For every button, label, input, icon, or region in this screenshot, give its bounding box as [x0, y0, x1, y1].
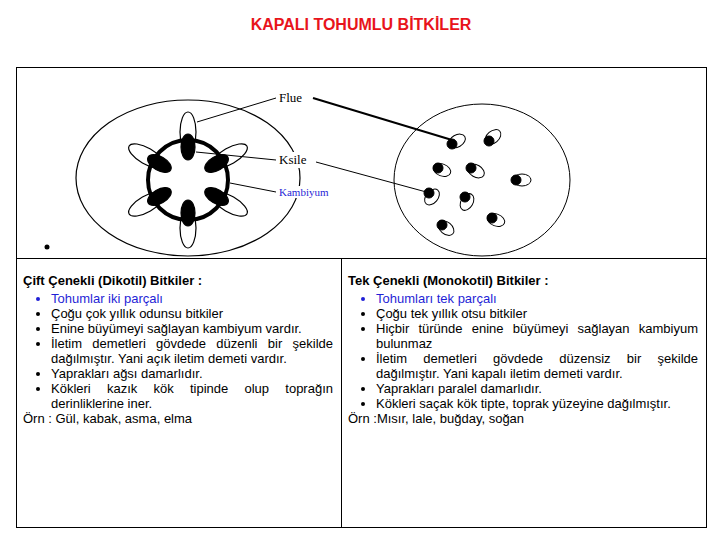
bullet-item: Enine büyümeyi sağlayan kambiyum vardır. [51, 321, 333, 336]
bullet-item: Hiçbir türünde enine büyümeyi sağlayan k… [376, 321, 698, 351]
cell-heading: Tek Çenekli (Monokotil) Bitkiler : [348, 273, 698, 288]
part-label: Kambiyum [278, 186, 330, 198]
bullet-list: Tohumları tek parçalıÇoğu tek yıllık ots… [348, 291, 698, 411]
bullet-item: Kökleri saçak kök tipte, toprak yüzeyine… [376, 396, 698, 411]
bullet-item: İletim demetleri gövdede düzensiz bir şe… [376, 351, 698, 381]
bullet-item: Kökleri kazık kök tipinde olup toprağın … [51, 381, 333, 411]
page-title: KAPALI TOHUMLU BİTKİLER [0, 16, 722, 34]
bullet-item: Yaprakları ağsı damarlıdır. [51, 366, 333, 381]
table-cell: Çift Çenekli (Dikotil) Bitkiler : Tohumla… [16, 258, 342, 528]
bullet-item: Yaprakları paralel damarlıdır. [376, 381, 698, 396]
bullet-item: Tohumları tek parçalı [376, 291, 698, 306]
cell-heading: Çift Çenekli (Dikotil) Bitkiler : [23, 273, 333, 288]
table-top-cell [17, 68, 707, 259]
example-line: Örn : Gül, kabak, asma, elma [23, 411, 333, 426]
bullet-item: Çoğu çok yıllık odunsu bitkiler [51, 306, 333, 321]
bullet-list: Tohumlar iki parçalıÇoğu çok yıllık odun… [23, 291, 333, 411]
monocot-stem-section [394, 104, 570, 256]
leader-lines [196, 98, 452, 193]
dicot-stem-section [76, 100, 300, 256]
part-label: Ksile [278, 152, 307, 168]
bullet-item: Tohumlar iki parçalı [51, 291, 333, 306]
table-cell: Tek Çenekli (Monokotil) Bitkiler : Tohuml… [341, 258, 707, 528]
bullet-item: İletim demetleri gövdede düzenli bir şek… [51, 336, 333, 366]
part-label: Flue [278, 90, 303, 106]
example-line: Örn :Mısır, lale, buğday, soğan [348, 411, 698, 426]
bullet-item: Çoğu tek yıllık otsu bitkiler [376, 306, 698, 321]
empty-bullet [45, 245, 50, 250]
